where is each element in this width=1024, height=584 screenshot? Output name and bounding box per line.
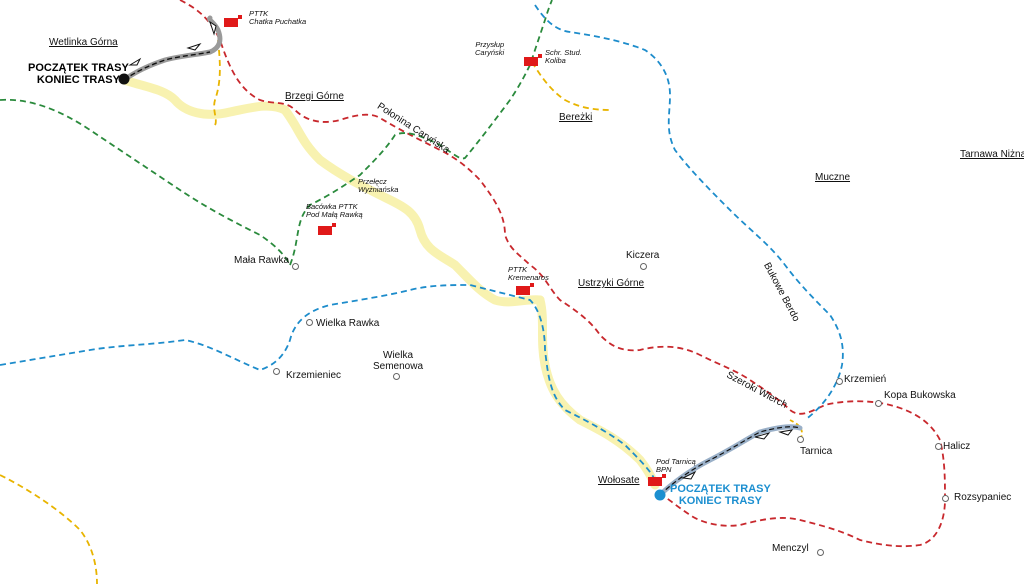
- label-wielka-semenowa: Wielka Semenowa: [373, 350, 424, 372]
- label-kremenaros-line2: Kremenaros: [508, 272, 549, 282]
- peak-icon-wielka-semenowa: [393, 373, 400, 380]
- label-menczyl: Menczyl: [772, 543, 809, 554]
- label-koliba-line2: Koliba: [545, 55, 566, 65]
- label-kremenaros-line1: PTTK: [508, 265, 528, 274]
- label-wielka-semenowa-line1: Wielka: [383, 350, 414, 361]
- shelter-icon-kremenaros: [516, 283, 534, 295]
- label-bacowka-line2: Pod Małą Rawką: [306, 209, 363, 219]
- peak-icon-menczyl: [817, 549, 824, 556]
- label-bacowka: Bacówka PTTK Pod Małą Rawką: [306, 203, 363, 219]
- label-brzegi: Brzegi Górne: [285, 91, 344, 102]
- label-koliba-line1: Schr. Stud.: [545, 48, 582, 57]
- shelter-icon-pod-tarnica: [648, 474, 666, 486]
- label-pod-tarnica: Pod Tarnicą BPN: [656, 458, 696, 474]
- peak-icon-mala-rawka: [292, 263, 299, 270]
- label-pod-tarnica-line1: Pod Tarnicą: [656, 457, 696, 466]
- label-tarnawa: Tarnawa Niżna: [960, 149, 1024, 160]
- yellow-trail-sw: [0, 474, 98, 584]
- label-przyslup: Przysłup Caryński: [475, 41, 504, 57]
- peak-icon-krzemien: [836, 378, 843, 385]
- peak-icon-kiczera: [640, 263, 647, 270]
- label-start-west: POCZĄTEK TRASY KONIEC TRASY: [28, 62, 129, 86]
- peak-icon-wielka-rawka: [306, 319, 313, 326]
- peak-icon-krzemieniec: [273, 368, 280, 375]
- green-trail-west: [0, 98, 291, 266]
- red-trail-main: [179, 0, 946, 548]
- green-trail-ridge: [289, 0, 553, 266]
- shelter-icon-koliba: [524, 54, 542, 66]
- label-berezki: Bereżki: [559, 112, 593, 123]
- peak-icon-rozsypaniec: [942, 495, 949, 502]
- label-wielka-semenowa-line2: Semenowa: [373, 360, 424, 372]
- peak-icon-kopa: [875, 400, 882, 407]
- label-kremenaros: PTTK Kremenaros: [508, 266, 549, 282]
- label-krzemieniec: Krzemieniec: [286, 370, 342, 381]
- label-chatka-line2: Chatka Puchatka: [249, 16, 307, 26]
- label-ustrzyki: Ustrzyki Górne: [578, 278, 645, 289]
- peak-icon-halicz: [935, 443, 942, 450]
- label-start-east-line1: POCZĄTEK TRASY: [670, 483, 771, 495]
- blue-trail-west: [0, 284, 656, 481]
- label-rozsypaniec: Rozsypaniec: [954, 492, 1012, 503]
- label-mala-rawka: Mała Rawka: [234, 255, 290, 266]
- label-przyslup-line1: Przysłup: [475, 40, 505, 49]
- route-black-east: [659, 426, 801, 496]
- label-tarnica: Tarnica: [800, 446, 833, 457]
- shelter-icon-bacowka: [318, 223, 336, 235]
- start-marker-east: [654, 489, 666, 501]
- start-marker-west: [118, 73, 130, 85]
- label-halicz: Halicz: [943, 441, 971, 452]
- label-chatka: PTTK Chatka Puchatka: [249, 10, 306, 26]
- label-muczne: Muczne: [815, 172, 851, 183]
- label-kopa: Kopa Bukowska: [884, 390, 956, 401]
- label-wolosate: Wołosate: [598, 475, 640, 486]
- label-przyslup-line2: Caryński: [475, 47, 505, 57]
- route-black-west: [123, 51, 211, 81]
- blue-trail-north: [534, 4, 844, 421]
- peak-icon-tarnica: [797, 436, 804, 443]
- label-chatka-line1: PTTK: [249, 9, 269, 18]
- arrow-icon: [128, 20, 794, 480]
- label-start-west-line1: POCZĄTEK TRASY: [28, 62, 129, 74]
- label-wetlinka: Wetlinka Górna: [49, 37, 118, 48]
- shelter-icon-chatka: [224, 15, 242, 27]
- label-pod-tarnica-line2: BPN: [656, 464, 672, 474]
- label-bacowka-line1: Bacówka PTTK: [306, 202, 358, 211]
- yellow-trail-berezki: [531, 61, 611, 111]
- label-krzemien: Krzemień: [844, 374, 887, 385]
- label-koliba: Schr. Stud. Koliba: [545, 49, 582, 65]
- label-wielka-rawka: Wielka Rawka: [316, 318, 380, 329]
- label-start-east: POCZĄTEK TRASY KONIEC TRASY: [670, 483, 771, 507]
- label-przelecz-line1: Przełęcz: [358, 177, 387, 186]
- label-start-east-line2: KONIEC TRASY: [678, 494, 762, 507]
- label-przelecz-line2: Wyżniańska: [358, 184, 399, 194]
- route-highlight-east: [535, 295, 660, 490]
- label-przelecz: Przełęcz Wyżniańska: [358, 178, 398, 194]
- route-highlight-west: [119, 75, 545, 307]
- label-start-west-line2: KONIEC TRASY: [36, 73, 120, 86]
- yellow-trail-chatka: [213, 39, 221, 126]
- label-kiczera: Kiczera: [626, 250, 660, 261]
